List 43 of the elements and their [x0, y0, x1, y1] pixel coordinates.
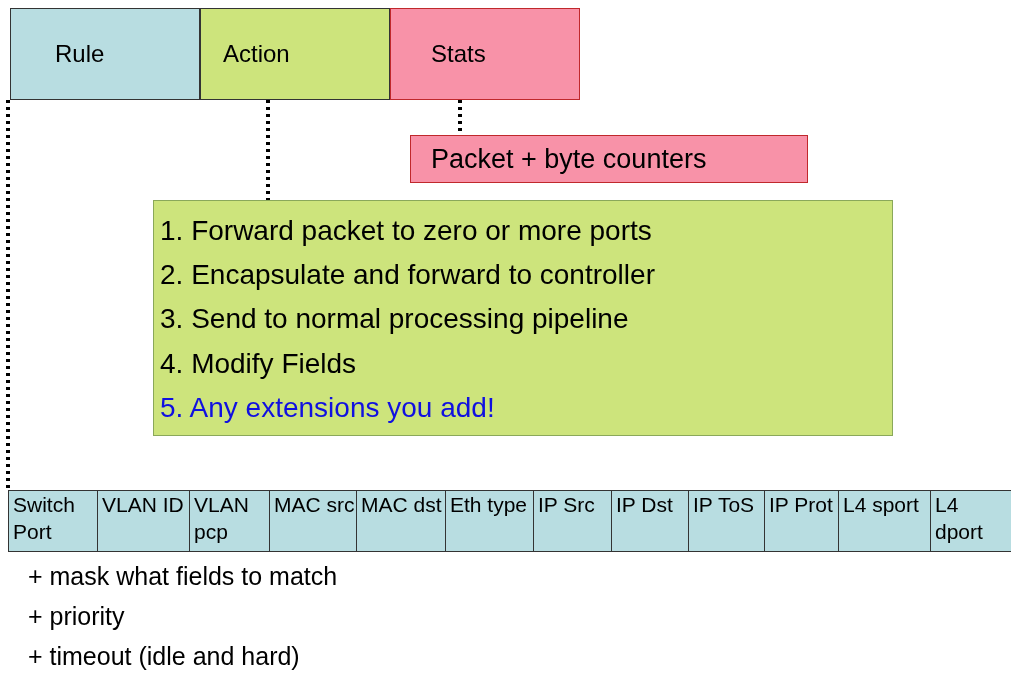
note-text: + mask what fields to match: [28, 562, 338, 591]
box-label: Packet + byte counters: [431, 142, 708, 176]
box-label: VLAN ID: [102, 492, 185, 518]
field-cell: [838, 490, 931, 552]
label-box: [200, 8, 390, 100]
list-item: 4. Modify Fields: [160, 346, 358, 381]
list-item: 1. Forward packet to zero or more ports: [160, 214, 653, 248]
box-label: IP Dst: [616, 492, 674, 518]
note-text: + priority: [28, 602, 125, 631]
box-label: Eth type: [450, 492, 529, 518]
list-item: 5. Any extensions you add!: [160, 390, 496, 425]
label-box: [390, 8, 580, 100]
dotted-connector: [266, 100, 270, 200]
field-cell: [930, 490, 1011, 552]
note-text: + timeout (idle and hard): [28, 642, 300, 671]
box-label: IP ToS: [693, 492, 756, 518]
field-cell: [445, 490, 534, 552]
field-cell: [8, 490, 98, 552]
field-cell: [764, 490, 839, 552]
box-label: Rule: [55, 39, 106, 69]
list-item: 2. Encapsulate and forward to controller: [160, 258, 656, 293]
label-box: [410, 135, 808, 183]
box-label: Action: [223, 39, 291, 69]
field-cell: [533, 490, 612, 552]
box-label: IP Src: [538, 492, 596, 518]
label-box: [10, 8, 200, 100]
field-cell: [611, 490, 689, 552]
action-list-box: [153, 200, 893, 436]
box-label: Stats: [431, 39, 487, 69]
list-item: 3. Send to normal processing pipeline: [160, 302, 630, 337]
box-label: MAC dst: [361, 492, 443, 518]
field-cell: [189, 490, 270, 552]
field-cell: [688, 490, 765, 552]
field-cell: [97, 490, 190, 552]
field-cell: [269, 490, 357, 552]
box-label: IP Prot: [769, 492, 834, 518]
box-label: MAC src: [274, 492, 356, 518]
box-label: VLAN pcp: [194, 492, 250, 546]
box-label: Switch Port: [13, 492, 76, 546]
box-label: L4 dport: [935, 492, 984, 546]
box-label: L4 sport: [843, 492, 920, 518]
field-cell: [356, 490, 446, 552]
dotted-connector: [6, 100, 10, 490]
